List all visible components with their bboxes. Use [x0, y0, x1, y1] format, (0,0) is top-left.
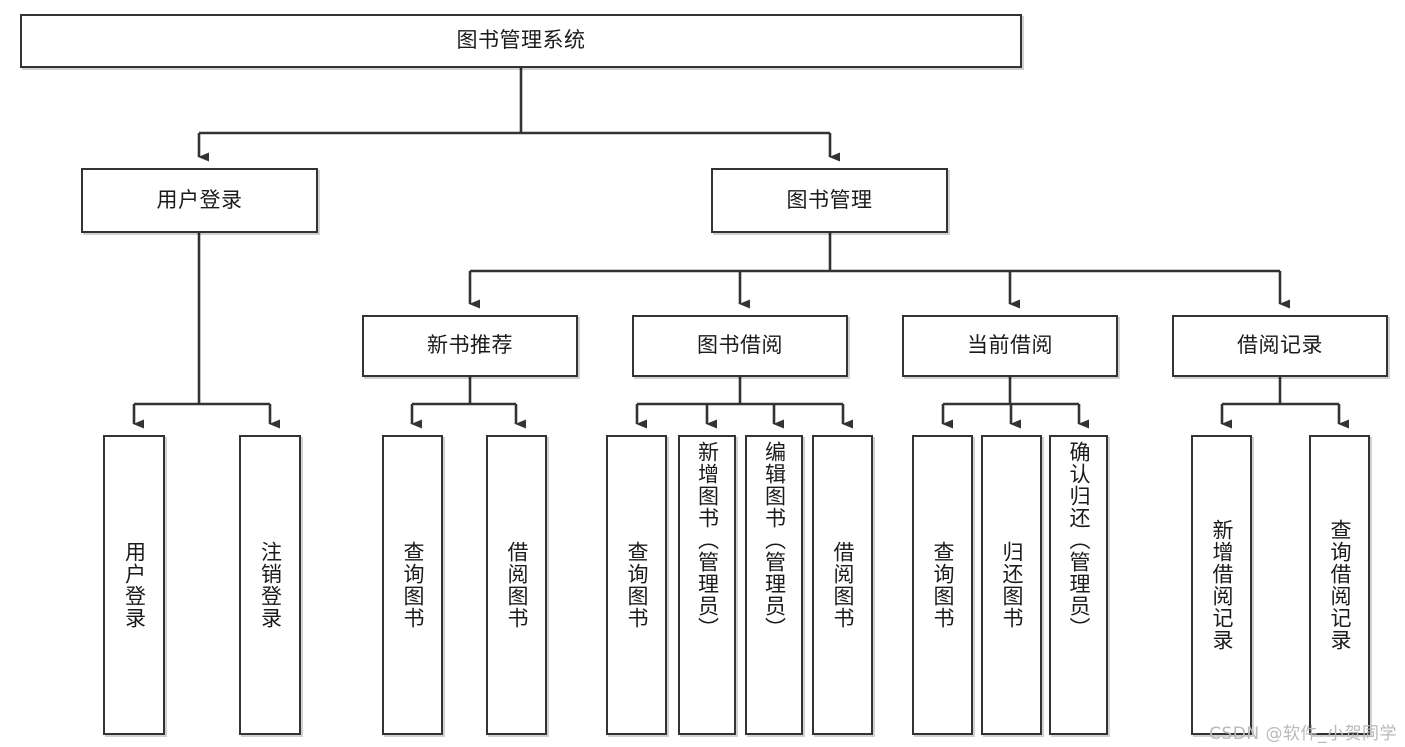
node-leaf-logout[interactable]: 注销登录	[239, 435, 301, 735]
node-leaf-query-books-3-label: 查询图书	[930, 541, 955, 629]
node-leaf-query-record[interactable]: 查询借阅记录	[1309, 435, 1370, 735]
node-leaf-add-record-label: 新增借阅记录	[1209, 519, 1234, 651]
node-book-manage-label: 图书管理	[786, 187, 873, 212]
node-book-manage[interactable]: 图书管理	[711, 168, 948, 233]
node-leaf-query-books-2[interactable]: 查询图书	[606, 435, 667, 735]
node-borrow-record-label: 借阅记录	[1237, 333, 1323, 358]
node-leaf-return-book-label: 归还图书	[999, 541, 1024, 629]
node-leaf-logout-label: 注销登录	[258, 541, 283, 629]
node-leaf-user-login-label: 用户登录	[122, 541, 147, 629]
node-root-label: 图书管理系统	[456, 28, 586, 53]
node-leaf-borrow-books-1-label: 借阅图书	[504, 541, 529, 629]
node-leaf-add-book[interactable]: 新增图书（管理员）	[678, 435, 736, 735]
node-leaf-query-books-1-label: 查询图书	[400, 541, 425, 629]
node-new-book-rec[interactable]: 新书推荐	[362, 315, 578, 377]
node-leaf-query-record-label: 查询借阅记录	[1327, 519, 1352, 651]
node-borrow-record[interactable]: 借阅记录	[1172, 315, 1388, 377]
node-leaf-query-books-2-label: 查询图书	[624, 541, 649, 629]
node-leaf-query-books-1[interactable]: 查询图书	[382, 435, 443, 735]
node-leaf-return-book[interactable]: 归还图书	[981, 435, 1042, 735]
node-leaf-confirm-return-label: 确认归还（管理员）	[1066, 441, 1091, 639]
node-leaf-add-book-label: 新增图书（管理员）	[695, 441, 720, 639]
node-book-borrow[interactable]: 图书借阅	[632, 315, 848, 377]
node-leaf-borrow-books-2-label: 借阅图书	[830, 541, 855, 629]
node-leaf-user-login[interactable]: 用户登录	[103, 435, 165, 735]
node-leaf-query-books-3[interactable]: 查询图书	[912, 435, 973, 735]
node-leaf-borrow-books-1[interactable]: 借阅图书	[486, 435, 547, 735]
node-user-login-label: 用户登录	[156, 187, 243, 212]
node-current-borrow-label: 当前借阅	[967, 333, 1053, 358]
node-user-login[interactable]: 用户登录	[81, 168, 318, 233]
node-new-book-rec-label: 新书推荐	[427, 333, 513, 358]
node-leaf-add-record[interactable]: 新增借阅记录	[1191, 435, 1252, 735]
node-book-borrow-label: 图书借阅	[697, 333, 783, 358]
node-leaf-edit-book-label: 编辑图书（管理员）	[762, 441, 787, 639]
node-leaf-edit-book[interactable]: 编辑图书（管理员）	[745, 435, 803, 735]
node-leaf-confirm-return[interactable]: 确认归还（管理员）	[1049, 435, 1108, 735]
node-leaf-borrow-books-2[interactable]: 借阅图书	[812, 435, 873, 735]
node-current-borrow[interactable]: 当前借阅	[902, 315, 1118, 377]
node-root[interactable]: 图书管理系统	[20, 14, 1022, 68]
